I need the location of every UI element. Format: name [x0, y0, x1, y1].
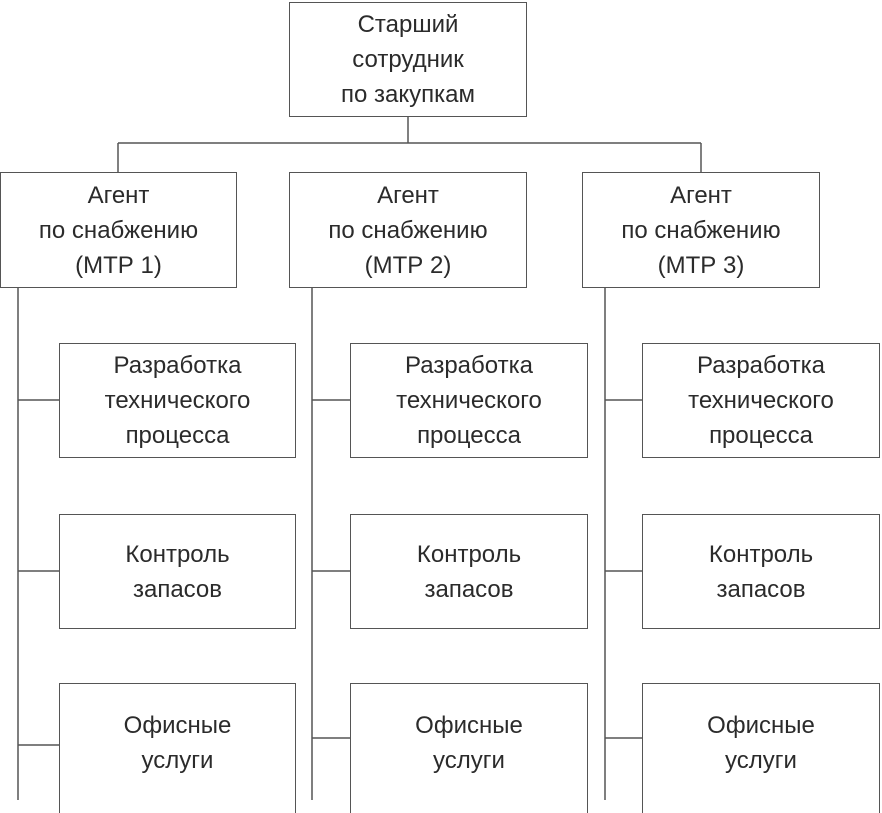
head-line-2: сотрудник	[352, 46, 464, 73]
function-line: услуги	[433, 747, 505, 774]
function-node-inventory-control: Контроль запасов	[350, 514, 588, 629]
function-line: Разработка	[697, 352, 825, 379]
agent-line: по снабжению	[328, 216, 488, 244]
head-line-3: по закупкам	[340, 81, 475, 108]
function-node-tech-process: Разработка технического процесса	[59, 343, 296, 458]
function-line: запасов	[132, 575, 223, 603]
function-line: Офисные	[415, 712, 523, 739]
function-line: Контроль	[416, 540, 522, 568]
function-node-office-services: Офисные услуги	[59, 683, 296, 813]
function-line: Контроль	[708, 540, 814, 568]
function-line: услуги	[141, 747, 214, 774]
agent-line: (МТР 2)	[364, 251, 452, 279]
function-line: запасов	[424, 575, 514, 603]
agent-line: (МТР 3)	[657, 251, 745, 279]
agent-line: Агент	[87, 181, 150, 209]
function-line: процесса	[417, 422, 521, 449]
function-line: Офисные	[707, 712, 815, 739]
function-node-tech-process: Разработка технического процесса	[350, 343, 588, 458]
function-line: процесса	[125, 422, 230, 449]
agent-node-3: Агент по снабжению (МТР 3)	[582, 172, 820, 288]
function-node-inventory-control: Контроль запасов	[59, 514, 296, 629]
function-line: Разработка	[405, 352, 533, 379]
agent-line: по снабжению	[621, 216, 781, 244]
agent-node-1: Агент по снабжению (МТР 1)	[0, 172, 237, 288]
function-node-tech-process: Разработка технического процесса	[642, 343, 880, 458]
function-line: технического	[104, 387, 251, 414]
function-line: услуги	[725, 747, 797, 774]
function-line: Контроль	[125, 540, 230, 568]
function-line: технического	[396, 387, 542, 414]
agent-line: Агент	[670, 181, 732, 209]
function-line: Разработка	[113, 352, 242, 379]
function-node-office-services: Офисные услуги	[350, 683, 588, 813]
function-node-office-services: Офисные услуги	[642, 683, 880, 813]
agent-line: (МТР 1)	[75, 251, 162, 279]
function-node-inventory-control: Контроль запасов	[642, 514, 880, 629]
function-line: Офисные	[123, 712, 232, 739]
function-line: запасов	[716, 575, 806, 603]
function-line: процесса	[709, 422, 813, 449]
function-line: технического	[688, 387, 834, 414]
agent-node-2: Агент по снабжению (МТР 2)	[289, 172, 527, 288]
head-node-senior-procurement: Старший сотрудник по закупкам	[289, 2, 527, 117]
agent-line: по снабжению	[38, 216, 199, 244]
head-line-1: Старший	[357, 11, 459, 38]
agent-line: Агент	[377, 181, 439, 209]
